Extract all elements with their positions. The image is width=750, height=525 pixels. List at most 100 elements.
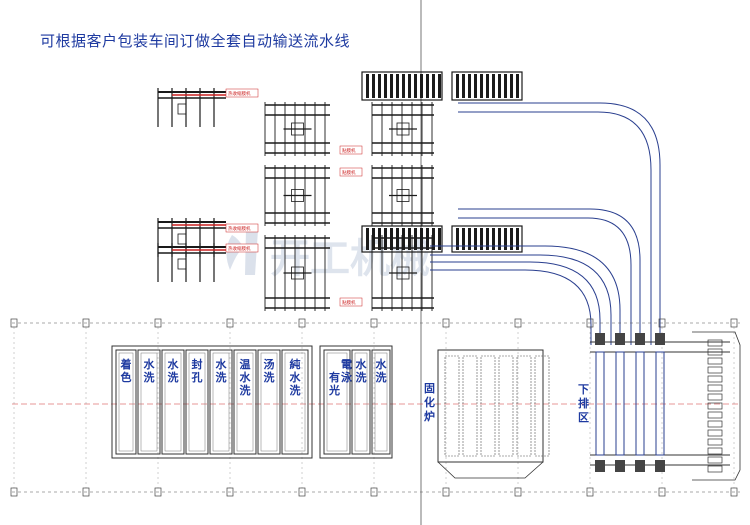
tank-inner bbox=[374, 352, 388, 452]
tank-label-char: 孔 bbox=[192, 371, 203, 384]
roller bbox=[474, 74, 477, 98]
curing-oven bbox=[437, 349, 550, 479]
tank-label-char: 着 bbox=[120, 357, 132, 371]
roller bbox=[408, 228, 411, 250]
roller bbox=[384, 228, 387, 250]
tank-label-char: 温 bbox=[240, 357, 251, 371]
unload-roller bbox=[707, 429, 723, 437]
roller bbox=[486, 228, 489, 250]
shrink-label-1: 热收缩膜机 bbox=[228, 90, 251, 97]
tank-label-char: 水 bbox=[144, 357, 156, 371]
roller bbox=[438, 228, 441, 250]
unload-roller bbox=[707, 384, 723, 392]
tank bbox=[351, 349, 371, 455]
watermark-text: 开工机械 bbox=[270, 236, 430, 282]
unload-motor bbox=[595, 460, 605, 472]
label-char: 排 bbox=[578, 396, 589, 410]
roller-conveyor bbox=[361, 225, 443, 253]
machine-labels: 热收缩膜机 热收缩膜机 热收缩膜机 贴膜机 贴膜机 贴膜机 bbox=[225, 88, 363, 307]
oven-chamber bbox=[480, 355, 496, 457]
label-char: 下 bbox=[578, 383, 589, 396]
tank bbox=[115, 349, 137, 455]
roller-conveyor bbox=[451, 225, 523, 253]
tank-inner bbox=[236, 352, 254, 452]
roller bbox=[480, 228, 483, 250]
unload-lane bbox=[595, 351, 605, 456]
unload-label: 下排区 bbox=[578, 383, 589, 424]
unload-roller bbox=[707, 402, 723, 410]
unload-lane bbox=[615, 351, 625, 456]
roller bbox=[504, 228, 507, 250]
tank-inner bbox=[260, 352, 278, 452]
watermark-logo-icon bbox=[226, 230, 258, 275]
unload-motor bbox=[655, 460, 665, 472]
tank-label-char: 汤 bbox=[264, 357, 275, 371]
tank-inner bbox=[326, 352, 348, 452]
roller bbox=[396, 74, 399, 98]
unload-lane bbox=[635, 351, 645, 456]
tank-label-char: 水 bbox=[376, 357, 388, 371]
tank bbox=[209, 349, 233, 455]
roller bbox=[486, 74, 489, 98]
tank-label-char: 色 bbox=[121, 370, 132, 384]
tank-label-char: 水 bbox=[240, 370, 252, 384]
tank-label-char: 水 bbox=[168, 357, 180, 371]
label-char: 化 bbox=[424, 395, 435, 409]
roller bbox=[390, 74, 393, 98]
page-title: 可根据客户包装车间订做全套自动输送流水线 bbox=[40, 32, 351, 50]
oven-frame bbox=[437, 349, 544, 463]
sealer-label-3: 贴膜机 bbox=[342, 299, 356, 306]
sealer-machine bbox=[264, 102, 330, 156]
roller-conveyor bbox=[361, 71, 443, 101]
unload-motor bbox=[635, 460, 645, 472]
roller bbox=[432, 74, 435, 98]
roller-frame bbox=[451, 225, 523, 253]
roller bbox=[372, 74, 375, 98]
roller bbox=[402, 74, 405, 98]
roller bbox=[492, 74, 495, 98]
tank-label-char: 封 bbox=[192, 357, 203, 371]
label-char: 炉 bbox=[424, 409, 435, 423]
oven-label: 固化炉 bbox=[424, 382, 435, 423]
unload-roller bbox=[707, 348, 723, 356]
roller bbox=[414, 74, 417, 98]
roller bbox=[366, 228, 369, 250]
tank bbox=[371, 349, 391, 455]
tank-inner bbox=[188, 352, 206, 452]
roller bbox=[366, 74, 369, 98]
roller bbox=[462, 74, 465, 98]
unload-roller bbox=[707, 420, 723, 428]
roller bbox=[402, 228, 405, 250]
unload-roller bbox=[707, 411, 723, 419]
tank-label-char: 洗 bbox=[168, 370, 179, 384]
roller bbox=[456, 74, 459, 98]
sealer-label-1: 贴膜机 bbox=[342, 147, 356, 154]
unload-zone bbox=[590, 331, 741, 481]
roller bbox=[432, 228, 435, 250]
tank bbox=[137, 349, 161, 455]
roller bbox=[468, 228, 471, 250]
shrink-label-3: 热收缩膜机 bbox=[228, 245, 251, 252]
roller bbox=[420, 74, 423, 98]
sealer-machine bbox=[371, 165, 434, 226]
sealer-machine bbox=[264, 165, 330, 226]
label-char: 区 bbox=[578, 411, 589, 424]
roller bbox=[480, 74, 483, 98]
roller bbox=[408, 74, 411, 98]
oven-chamber bbox=[498, 355, 514, 457]
unload-roller bbox=[707, 339, 723, 347]
tank-inner bbox=[354, 352, 368, 452]
tank-inner bbox=[284, 352, 306, 452]
roller bbox=[396, 228, 399, 250]
roller bbox=[510, 74, 513, 98]
roller bbox=[426, 74, 429, 98]
tank-group-right bbox=[319, 345, 393, 459]
roller bbox=[384, 74, 387, 98]
roller bbox=[414, 228, 417, 250]
unload-roller bbox=[707, 393, 723, 401]
roller bbox=[504, 74, 507, 98]
tank bbox=[257, 349, 281, 455]
roller bbox=[498, 74, 501, 98]
